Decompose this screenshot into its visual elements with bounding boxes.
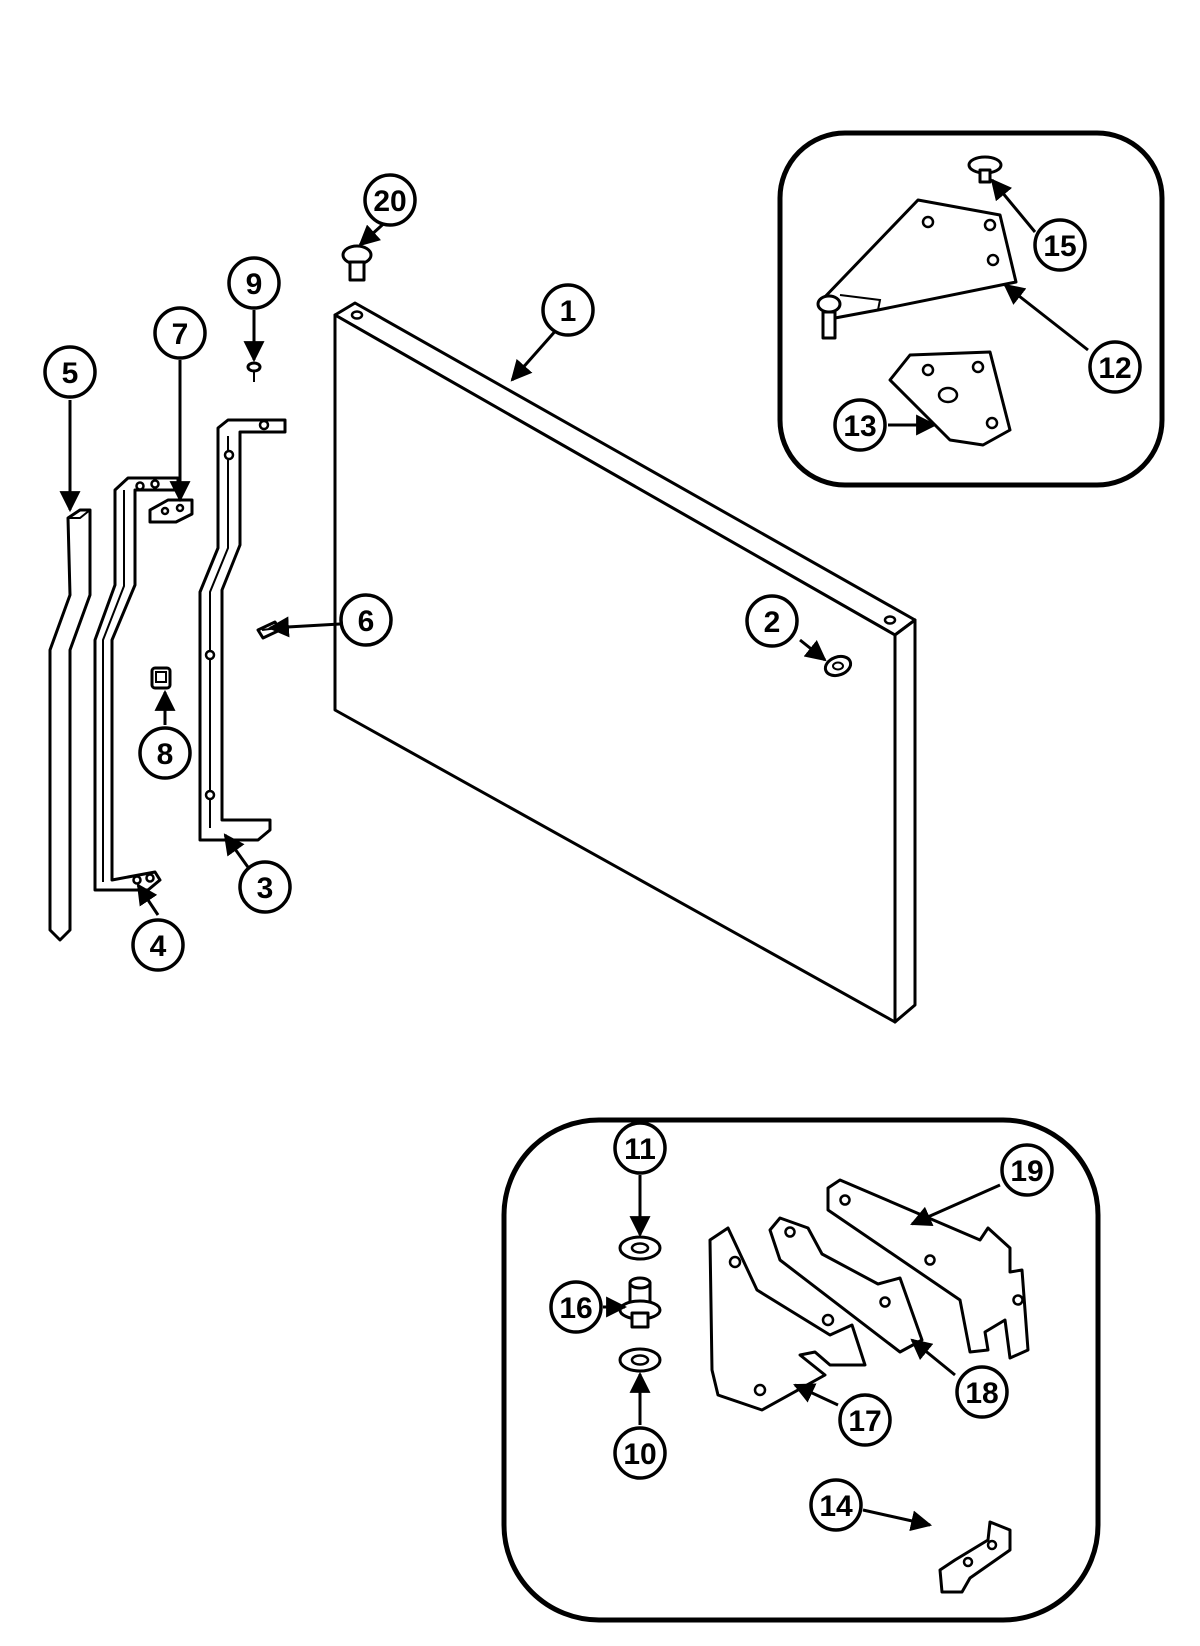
callout-11: 11: [613, 1121, 667, 1175]
callout-7: 7: [153, 306, 207, 360]
callout-label: 6: [358, 605, 375, 638]
callout-4: 4: [131, 918, 185, 972]
hinge-part-12: [816, 198, 1018, 340]
callout-label: 13: [843, 410, 876, 443]
callout-label: 19: [1010, 1155, 1043, 1188]
bracket-part-17: [708, 1226, 867, 1412]
callout-label: 10: [623, 1438, 656, 1471]
callout-14: 14: [809, 1478, 863, 1532]
washer-part-10: [618, 1347, 662, 1373]
handle-bracket-part-3: [198, 418, 287, 842]
bracket-part-19: [826, 1178, 1030, 1360]
handle-strip-part-5: [48, 508, 92, 942]
callout-label: 3: [257, 872, 274, 905]
pin-part-15: [967, 155, 1003, 184]
callout-label: 17: [848, 1405, 881, 1438]
callout-10: 10: [613, 1426, 667, 1480]
plug-part-20: [341, 244, 373, 282]
washer-part-11: [618, 1235, 662, 1261]
bracket-part-18: [768, 1216, 924, 1354]
callout-label: 12: [1098, 352, 1131, 385]
callout-9: 9: [227, 256, 281, 310]
callout-1: 1: [541, 283, 595, 337]
callout-20: 20: [363, 173, 417, 227]
pivot-pin-part-16: [618, 1276, 662, 1329]
callout-label: 9: [246, 268, 263, 301]
callout-15: 15: [1033, 218, 1087, 272]
callout-label: 14: [819, 1490, 853, 1523]
hinge-inset-top: [777, 130, 1165, 488]
callout-18: 18: [955, 1365, 1009, 1419]
screw-part-2: [823, 654, 853, 678]
callout-label: 5: [62, 357, 79, 390]
callout-label: 15: [1043, 230, 1076, 263]
callout-label: 18: [965, 1377, 998, 1410]
callout-3: 3: [238, 860, 292, 914]
screw-part-6: [256, 620, 282, 640]
clip-part-7: [148, 498, 194, 524]
clip-part-14: [938, 1520, 1012, 1594]
hardware-inset-bottom: [501, 1117, 1101, 1623]
screw-part-9: [246, 361, 262, 382]
callout-label: 2: [764, 606, 781, 639]
callout-19: 19: [1000, 1143, 1054, 1197]
callout-16: 16: [549, 1280, 603, 1334]
callout-8: 8: [138, 726, 192, 780]
callout-label: 1: [560, 295, 577, 328]
callout-label: 7: [172, 318, 189, 351]
callout-17: 17: [838, 1393, 892, 1447]
block-part-8: [150, 666, 172, 690]
callout-label: 16: [559, 1292, 592, 1325]
door-panel-part-1: [333, 301, 917, 1024]
callout-label: 4: [150, 930, 167, 963]
hinge-plate-part-13: [888, 350, 1012, 447]
callout-label: 11: [624, 1133, 656, 1166]
leader-lines: [59, 178, 1089, 1532]
callout-12: 12: [1088, 340, 1142, 394]
callout-2: 2: [745, 594, 799, 648]
callout-label: 8: [157, 738, 174, 771]
callout-5: 5: [43, 345, 97, 399]
callout-6: 6: [339, 593, 393, 647]
callout-label: 20: [373, 185, 406, 218]
callout-13: 13: [833, 398, 887, 452]
